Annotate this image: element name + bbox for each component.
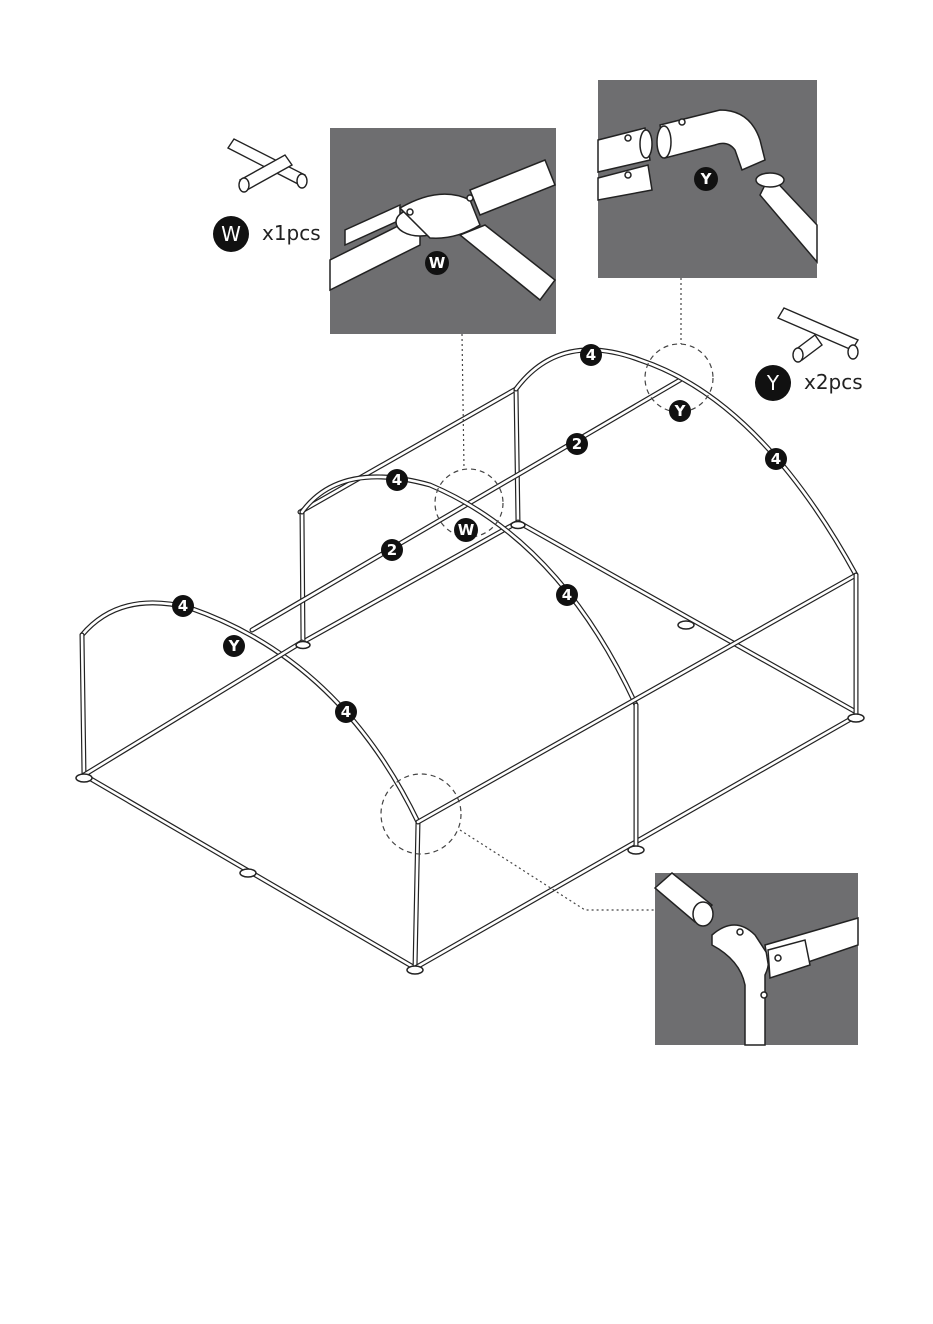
callout-joint-w: W <box>454 518 478 542</box>
svg-text:4: 4 <box>562 586 572 604</box>
callout-ridge-back: 2 <box>566 433 588 455</box>
svg-text:4: 4 <box>178 597 188 615</box>
svg-text:Y: Y <box>674 402 687 420</box>
part-w-letter: W <box>221 222 241 246</box>
part-y-letter: Y <box>766 371 780 395</box>
part-legend-y: Y x2pcs <box>755 308 863 401</box>
tee-connector-icon <box>778 308 858 362</box>
arch-pipes <box>82 350 856 822</box>
detail-panel-corner <box>655 873 858 1045</box>
part-y-quantity: x2pcs <box>804 370 863 394</box>
svg-text:Y: Y <box>228 637 241 655</box>
svg-text:4: 4 <box>341 703 351 721</box>
detail-panel-y: Y <box>598 80 817 278</box>
svg-text:4: 4 <box>771 450 781 468</box>
detail-y-label: Y <box>700 170 713 188</box>
callout-arch-back-top: 4 <box>580 344 602 366</box>
svg-text:2: 2 <box>387 541 397 559</box>
svg-text:4: 4 <box>586 346 596 364</box>
callout-joint-y-back: Y <box>669 400 691 422</box>
callout-arch-front-right: 4 <box>335 701 357 723</box>
svg-text:W: W <box>458 521 475 539</box>
part-legend-w: W x1pcs <box>213 139 321 252</box>
svg-text:2: 2 <box>572 435 582 453</box>
callout-ridge-front: 2 <box>381 539 403 561</box>
callout-arch-front-top: 4 <box>172 595 194 617</box>
leader-w <box>462 334 464 469</box>
detail-panel-w: W <box>330 128 556 334</box>
arch-middle <box>302 477 636 705</box>
callout-arch-middle-top: 4 <box>386 469 408 491</box>
detail-circle-corner <box>381 774 461 854</box>
callout-arch-middle-right: 4 <box>556 584 578 606</box>
svg-text:4: 4 <box>392 471 402 489</box>
cross-connector-icon <box>228 139 307 192</box>
part-w-quantity: x1pcs <box>262 221 321 245</box>
callout-joint-y-front: Y <box>223 635 245 657</box>
callout-arch-back-right: 4 <box>765 448 787 470</box>
leader-corner <box>460 830 655 910</box>
detail-w-label: W <box>429 254 446 272</box>
